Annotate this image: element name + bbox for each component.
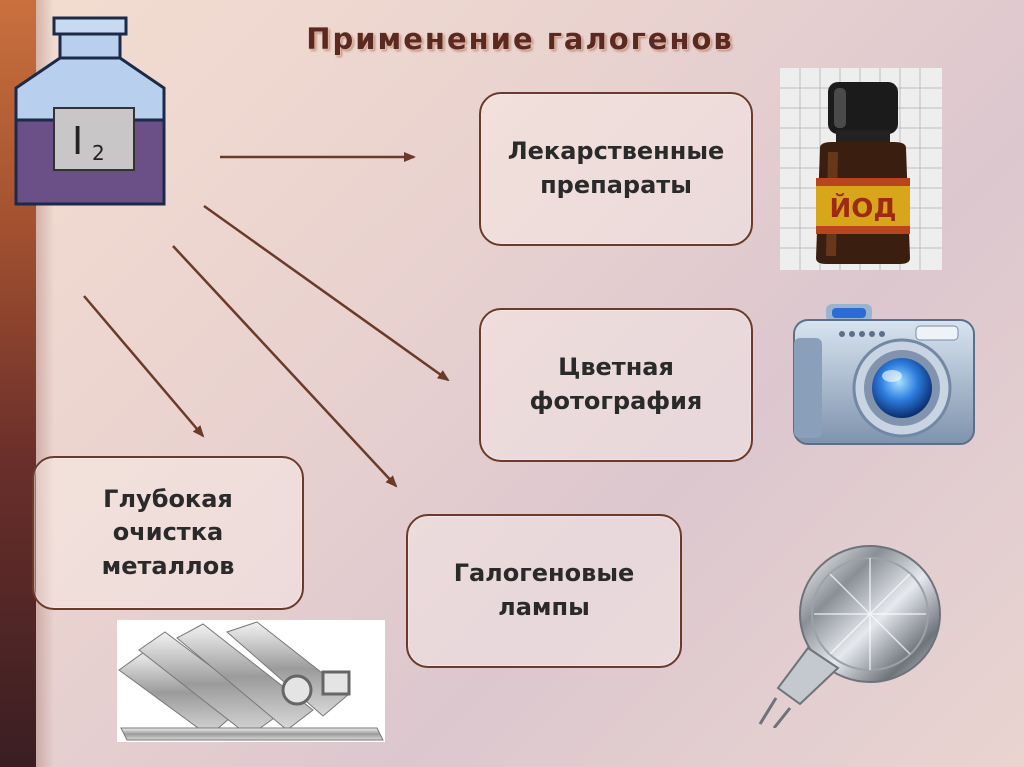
application-box-medicine: Лекарственные препараты [479, 92, 753, 246]
lamps-line-1: Галогеновые [454, 557, 635, 591]
lamps-line-2: лампы [454, 591, 635, 625]
photo-line-1: Цветная [530, 351, 703, 385]
metals-line-1: Глубокая [102, 483, 235, 517]
arrow-to-photo [204, 206, 448, 380]
application-box-metals: Глубокая очистка металлов [32, 456, 304, 610]
metals-line-2: очистка [102, 516, 235, 550]
application-box-photo: Цветная фотография [479, 308, 753, 462]
camera-icon [792, 302, 976, 448]
halogen-lamp-icon [748, 538, 944, 728]
metals-line-3: металлов [102, 550, 235, 584]
photo-line-2: фотография [530, 385, 703, 419]
medicine-line-1: Лекарственные [508, 135, 725, 169]
iodine-bottle-image: ЙОД [780, 68, 942, 270]
medicine-line-2: препараты [508, 169, 725, 203]
metal-bars-image [117, 620, 385, 742]
arrow-to-lamps [173, 246, 396, 486]
application-box-lamps: Галогеновые лампы [406, 514, 682, 668]
arrow-to-metals [84, 296, 203, 436]
iodine-bottle-label: ЙОД [829, 192, 896, 224]
